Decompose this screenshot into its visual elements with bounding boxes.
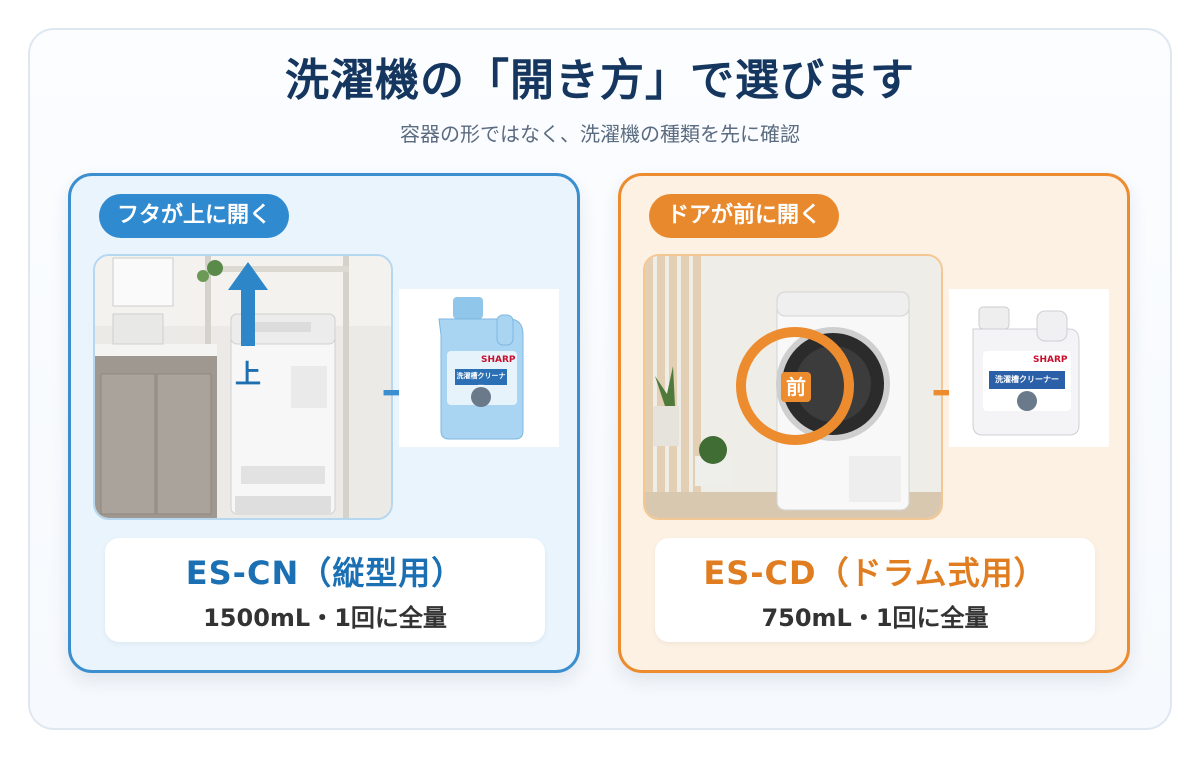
model-info-box: ES-CD（ドラム式用） 750mL・1回に全量 [655,538,1095,642]
open-direction-tag: フタが上に開く [99,194,290,238]
bottle-label: 洗濯槽クリーナー [995,375,1059,384]
open-direction-tag: ドアが前に開く [649,194,840,238]
model-name: ES-CD（ドラム式用） [703,554,1047,592]
volume-usage: 750mL・1回に全量 [761,604,989,632]
model-name: ES-CN（縦型用） [185,554,465,592]
top-loading-washer-photo: 上 [93,254,393,520]
bottle-label: 洗濯槽クリーナー [456,372,506,390]
tub-cleaner-bottle-image: SHARP 洗濯槽クリーナー [399,289,559,447]
bottle-brand: SHARP [481,355,516,365]
front-mark: 前 [781,372,811,402]
up-mark: 上 [235,360,262,390]
bottle-brand: SHARP [1033,355,1068,365]
volume-usage: 1500mL・1回に全量 [203,604,447,632]
card-top-loading: フタが上に開く [68,173,580,673]
page-subtitle: 容器の形ではなく、洗濯機の種類を先に確認 [400,122,800,146]
page-title: 洗濯機の「開き方」で選びます [285,55,915,106]
model-info-box: ES-CN（縦型用） 1500mL・1回に全量 [105,538,545,642]
tub-cleaner-bottle-image: SHARP 洗濯槽クリーナー [949,289,1109,447]
card-front-loading: ドアが前に開く 前 [618,173,1130,673]
drum-washer-photo: 前 [643,254,943,520]
